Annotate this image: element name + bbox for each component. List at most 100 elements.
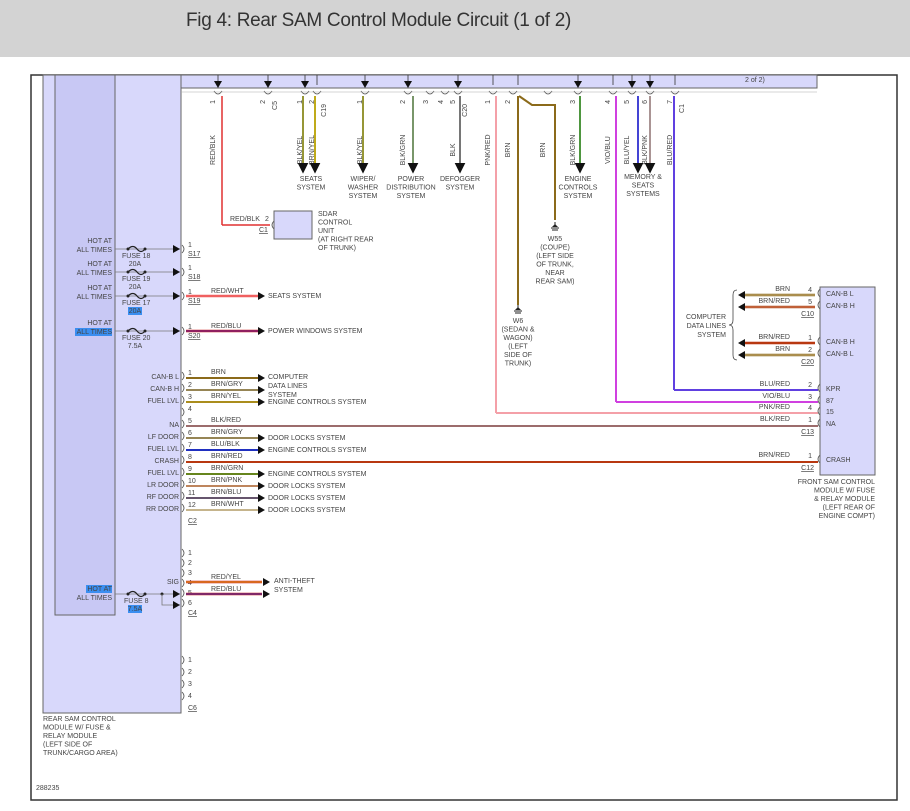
fuse-hot-label: HOT AT: [87, 285, 112, 292]
wire-arrow-head: [258, 446, 265, 454]
top-pin-number: 1: [485, 100, 492, 104]
c2-pin: 6: [188, 430, 192, 437]
fuse-amp: 20A: [129, 308, 142, 315]
c2-wire-color: BLU/BLK: [211, 441, 240, 448]
band-arrow-head: [361, 81, 369, 88]
sdar-control-unit: [273, 210, 313, 240]
c6-connector: C6: [188, 705, 197, 712]
fuse-arrow-head: [173, 268, 180, 276]
c2-pin: 7: [188, 442, 192, 449]
connector-pin: [181, 503, 185, 513]
top-pin-number: 1: [210, 100, 217, 104]
fuse-arrow-head: [173, 245, 180, 253]
figure-id: 288235: [36, 785, 59, 792]
figure-header: Fig 4: Rear SAM Control Module Circuit (…: [0, 0, 910, 57]
front-pin: 3: [808, 394, 812, 401]
ground-w6-label: TRUNK): [505, 361, 531, 368]
c2-pin: 5: [188, 418, 192, 425]
c4-hot-label: ALL TIMES: [77, 595, 113, 602]
connector-pin: [181, 431, 185, 441]
wire-arrow-head: [258, 434, 265, 442]
connector-pin: [817, 395, 821, 405]
front-wire-color: BRN: [775, 346, 790, 353]
c2-signal: FUEL LVL: [147, 446, 179, 453]
top-pin-number: 3: [423, 100, 430, 104]
c2-signal: NA: [169, 422, 179, 429]
c2-signal: CAN-B L: [151, 374, 179, 381]
fuse-node: [126, 270, 130, 274]
front-sam-label: ENGINE COMPT): [819, 513, 875, 520]
sdar-pin: 2: [265, 216, 269, 223]
front-pin: 2: [808, 382, 812, 389]
fuse-wire-color: RED/BLU: [211, 323, 241, 330]
front-signal: CAN-B H: [826, 303, 855, 310]
ground-w55-label: (LEFT SIDE: [536, 253, 574, 260]
fuse-hot-label: ALL TIMES: [77, 270, 113, 277]
connector-pin: [181, 467, 185, 477]
wire-arrow-head: [738, 291, 745, 299]
front-sam-module: [819, 286, 876, 476]
c2-connector: C2: [188, 518, 197, 525]
fuse-name: FUSE 20: [122, 335, 151, 342]
connector-label-c20: C20: [462, 104, 469, 117]
band-arrow-head: [301, 81, 309, 88]
connector-pin: [181, 326, 185, 336]
rear-sam-label: MODULE W/ FUSE &: [43, 725, 111, 732]
c2-destination: DOOR LOCKS SYSTEM: [268, 507, 346, 514]
c2-wire-color: BRN/YEL: [211, 393, 241, 400]
front-wire-color: BRN/RED: [758, 452, 790, 459]
ground-w55-label: OF TRUNK,: [536, 262, 574, 269]
fuse-node: [126, 247, 130, 251]
top-pin-number: 1: [297, 100, 304, 104]
top-wire-color: PNK/RED: [485, 134, 492, 165]
front-sam-label: (LEFT REAR OF: [823, 505, 875, 512]
front-signal: 87: [826, 398, 834, 405]
c2-can-destination: COMPUTER: [268, 374, 308, 381]
front-wire-color: VIO/BLU: [762, 393, 790, 400]
front-signal: KPR: [826, 386, 840, 393]
ground-w6-label: W6: [513, 318, 524, 325]
top-pin-number: 6: [642, 100, 649, 104]
fuse-pin: 1: [188, 289, 192, 296]
sdar-connector: C1: [259, 227, 268, 234]
dest-seats-system: SYSTEM: [297, 185, 326, 192]
ground-w55-label: W55: [548, 236, 563, 243]
dest-engine-controls-system: SYSTEM: [564, 193, 593, 200]
c2-signal: CAN-B H: [150, 386, 179, 393]
connector-pin: [181, 395, 185, 405]
c6-pin: 1: [188, 657, 192, 664]
wire-arrow-head: [258, 292, 265, 300]
fuse-node: [143, 592, 147, 596]
top-wire-color: BLK/GRN: [570, 135, 577, 166]
figure-title: Fig 4: Rear SAM Control Module Circuit (…: [186, 10, 572, 31]
dest-wiper-washer-system: WASHER: [348, 185, 378, 192]
connector-pin: [181, 455, 185, 465]
selection-highlight: [75, 328, 112, 336]
top-wire-color: BLK/YEL: [297, 136, 304, 165]
fuse-wire-color: RED/WHT: [211, 288, 244, 295]
fuse-name: FUSE 17: [122, 300, 151, 307]
c4-fuse-name: FUSE 8: [124, 598, 149, 605]
dest-engine-controls-system: CONTROLS: [559, 185, 598, 192]
connector-pin: [181, 244, 185, 254]
dest-seats-system: SEATS: [300, 176, 323, 183]
c2-destination: DOOR LOCKS SYSTEM: [268, 483, 346, 490]
connector-pin: [181, 588, 185, 598]
c4-pin: 2: [188, 560, 192, 567]
top-wire-color: BLK/PNK: [642, 135, 649, 165]
fuse-amp: 20A: [129, 284, 142, 291]
c2-wire-color: BRN/GRY: [211, 381, 243, 388]
dest-wiper-washer-system: SYSTEM: [349, 193, 378, 200]
c2-destination: ENGINE CONTROLS SYSTEM: [268, 399, 367, 406]
connector-pin: [181, 267, 185, 277]
c4-pin: 4: [188, 580, 192, 587]
fuse-pin: 1: [188, 324, 192, 331]
wire-arrow-head: [263, 578, 270, 586]
front-wire-color: BRN/RED: [758, 334, 790, 341]
rear-sam-fuse-block-upper: [54, 74, 116, 616]
wire-arrow-head: [258, 374, 265, 382]
front-signal: NA: [826, 421, 836, 428]
c4-wire-color: RED/BLU: [211, 586, 241, 593]
band-arrow-head: [264, 81, 272, 88]
top-module-band: [180, 74, 818, 89]
